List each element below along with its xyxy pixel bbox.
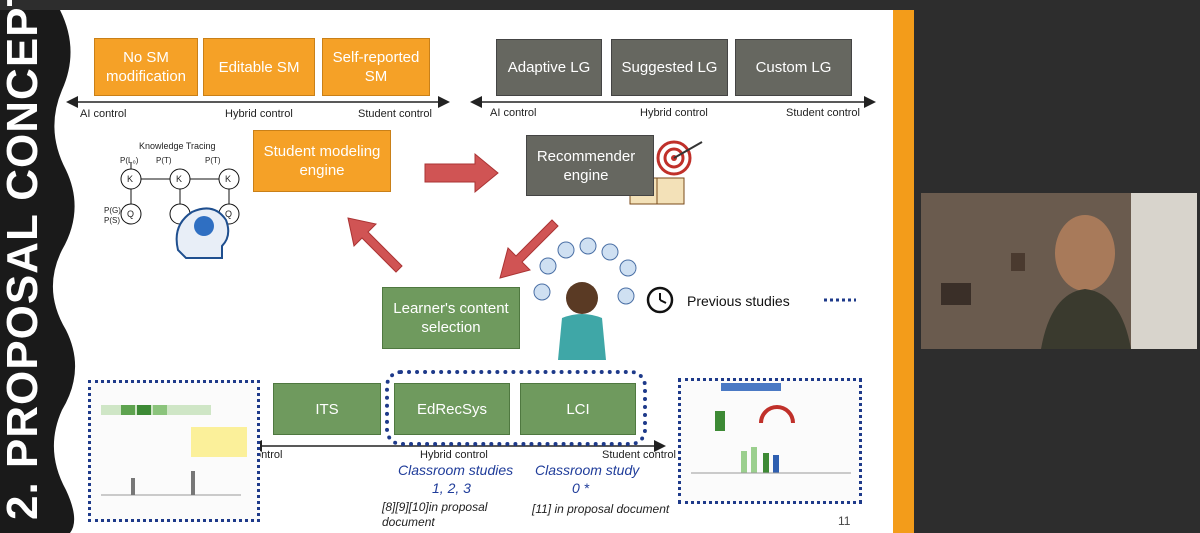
kt-p-s: P(S)	[104, 216, 120, 225]
kt-p-g: P(G)	[104, 206, 121, 215]
kt-node-q1: Q	[127, 209, 135, 219]
option-its: ITS	[273, 383, 381, 435]
classroom-study-cite: [11] in proposal document	[532, 502, 670, 516]
participant-video-tile[interactable]	[921, 193, 1197, 349]
sm-option-no-modification: No SM modification	[94, 38, 198, 96]
lg-axis-left: AI control	[490, 107, 537, 119]
kt-node-k1: K	[127, 174, 134, 184]
kt-p-t1: P(T)	[156, 156, 172, 165]
previous-studies-highlight	[385, 370, 647, 446]
classroom-study-label: Classroom study	[535, 462, 640, 478]
learner-content-selection: Learner's content selection	[382, 287, 520, 349]
wave-border	[52, 10, 90, 533]
kt-p-t2: P(T)	[205, 156, 221, 165]
classroom-study-nums: 0 *	[572, 480, 590, 496]
page-number: 11	[838, 514, 851, 528]
sm-axis-mid: Hybrid control	[225, 108, 293, 120]
sm-option-editable: Editable SM	[203, 38, 315, 96]
student-modeling-engine: Student modeling engine	[253, 130, 391, 192]
sm-option-self-reported: Self-reported SM	[322, 38, 430, 96]
kt-node-k3: K	[225, 174, 232, 184]
lg-option-suggested: Suggested LG	[611, 39, 728, 96]
classroom-studies-nums: 1, 2, 3	[432, 480, 471, 496]
bottom-axis-mid: Hybrid control	[420, 449, 488, 461]
kt-node-q3: Q	[225, 209, 233, 219]
kt-node-k2: K	[176, 174, 183, 184]
lg-axis-right: Student control	[786, 107, 860, 119]
lg-axis-mid: Hybrid control	[640, 107, 708, 119]
slide-accent-bar	[893, 10, 914, 533]
classroom-studies-label: Classroom studies	[398, 462, 514, 478]
sm-axis-right: Student control	[358, 108, 432, 120]
option-lci: LCI	[520, 383, 636, 435]
bottom-axis-right: Student control	[602, 449, 676, 461]
recommender-engine: Recommender engine	[526, 135, 654, 196]
option-edrecsys: EdRecSys	[394, 383, 510, 435]
lg-option-adaptive: Adaptive LG	[496, 39, 602, 96]
sm-axis-left: AI control	[80, 108, 127, 120]
its-screenshot-thumbnail	[88, 380, 260, 522]
kt-p-l0: P(L₀)	[120, 156, 139, 165]
kt-title: Knowledge Tracing	[139, 141, 216, 151]
lg-option-custom: Custom LG	[735, 39, 852, 96]
classroom-studies-cite: [8][9][10]in proposal document	[382, 500, 488, 529]
lci-screenshot-thumbnail	[678, 378, 862, 504]
slide-title: 2. PROPOSAL CONCEPTUALIZATION	[0, 0, 47, 520]
legend-previous-studies: Previous studies	[687, 293, 790, 309]
